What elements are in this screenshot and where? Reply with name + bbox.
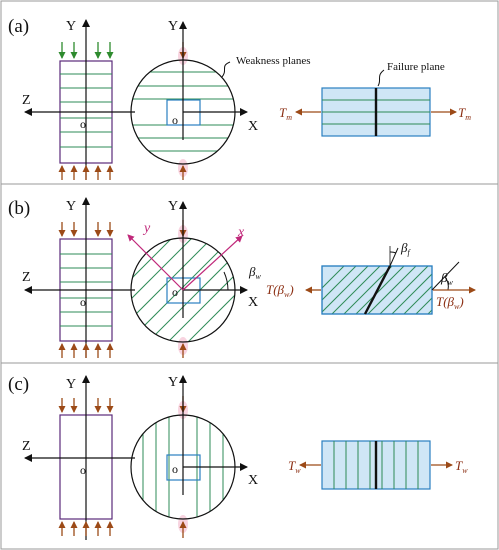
z-axis-label: Z [22,93,31,108]
rotated-x-label: x [237,225,245,240]
origin-label: o [80,463,86,477]
rotated-y-axis-arrow [127,234,184,291]
x-axis-label: X [248,295,258,310]
beta-w-label-block: βw [440,270,453,287]
top-load-arrows [58,222,114,237]
bottom-load-arrows [58,165,114,180]
failure-plane-extension [389,247,399,267]
tension-label-right: T(βw) [436,294,464,311]
plane-direction-line [431,261,460,291]
weakness-plane-lines [131,238,235,342]
failure-plane-line [363,265,392,315]
z-axis-label: Z [22,270,31,285]
weakness-plane-lines [333,441,419,489]
tension-label-left: T(βw) [266,282,294,299]
panel-tag: (b) [8,198,30,219]
beta-f-label: βf [400,240,411,257]
panel-b: (b) Y Z o [8,197,476,358]
tension-label-right: Tw [455,458,468,475]
x-axis-label: X [248,473,258,488]
panel-c: (c) Y Z o [8,374,468,540]
beta-f-arc [389,251,397,254]
beta-w-arc [223,271,229,291]
y-axis-label: Y [168,375,178,390]
rotated-x-axis-arrow [182,235,243,291]
origin-label: o [172,113,178,127]
z-axis-label: Z [22,439,31,454]
failure-callout-line [377,69,385,87]
weakness-planes-label: Weakness planes [236,55,311,67]
failure-plane-label: Failure plane [387,61,445,73]
bottom-load-arrows [58,343,114,358]
origin-label: o [80,117,86,131]
origin-label: o [172,462,178,476]
tension-label-right: Tm [458,105,471,122]
top-load-arrows [58,398,114,413]
y-axis-label: Y [168,19,178,34]
weakness-plane-lines [322,266,432,314]
tension-label-left: Tm [279,105,292,122]
panel-tag: (c) [8,374,29,395]
y-axis-label: Y [168,199,178,214]
x-axis-label: X [248,119,258,134]
bottom-load-arrows [58,521,114,536]
beta-w-label: βw [248,264,261,281]
rotated-y-label: y [142,221,151,236]
origin-label: o [80,295,86,309]
panel-a: (a) Y Z o [8,16,471,180]
weakness-callout-line [221,61,231,78]
panel-tag: (a) [8,16,29,37]
y-axis-label: Y [66,199,76,214]
origin-label: o [172,285,178,299]
y-axis-label: Y [66,377,76,392]
tension-label-left: Tw [288,458,301,475]
y-axis-label: Y [66,19,76,34]
top-load-arrows [58,42,114,59]
